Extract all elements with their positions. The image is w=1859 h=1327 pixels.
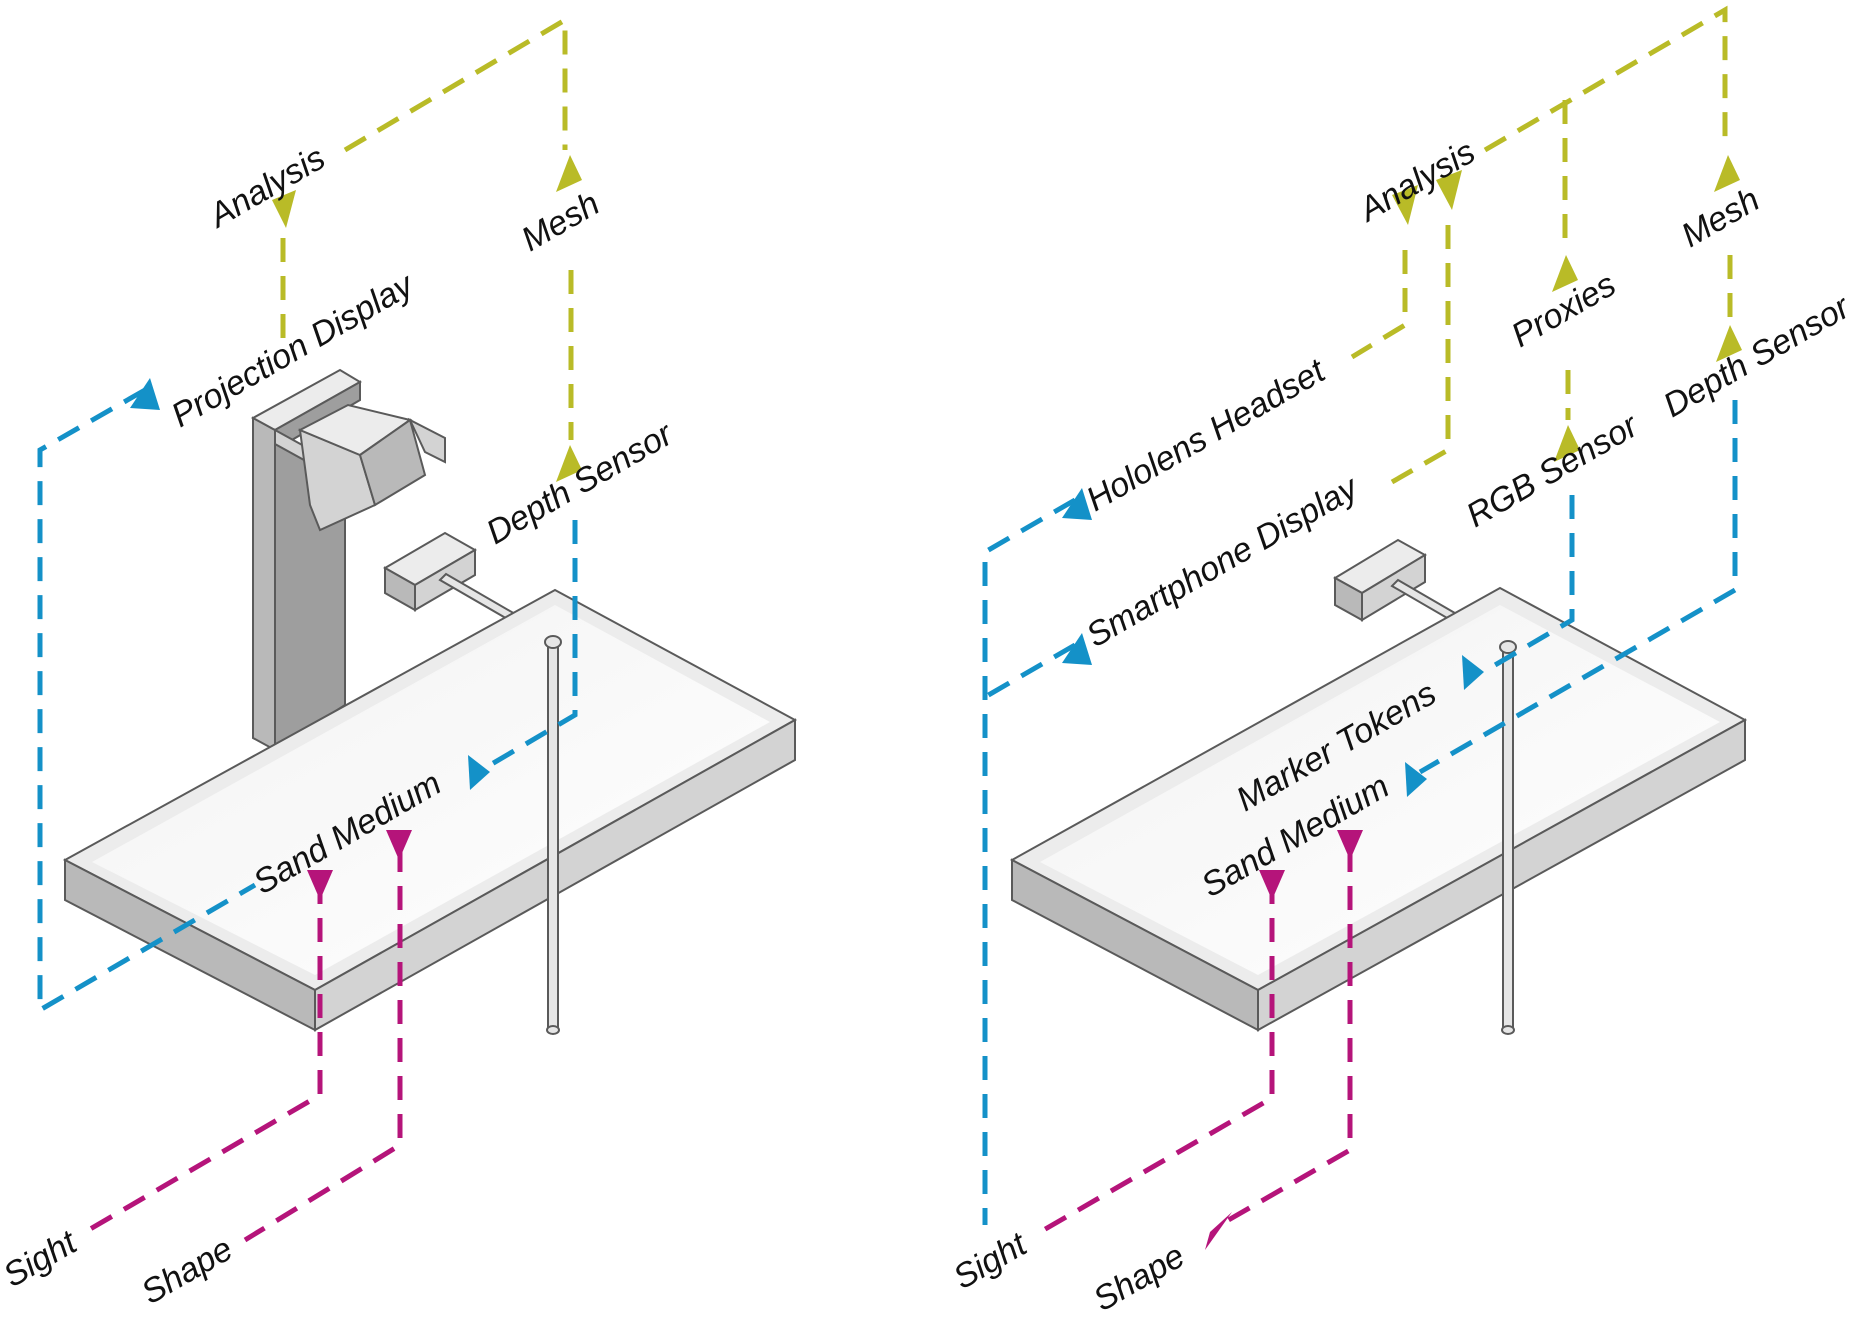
label-analysis: Analysis [201,139,331,236]
arrow-sight-up [307,870,333,900]
label-mesh: Mesh [515,184,606,258]
flow-smartphone-loop [983,642,1077,700]
flow-shape [243,848,403,1243]
label-analysis: Analysis [1351,133,1481,230]
pole-joint [544,635,562,649]
arrow-depth-sensor-in [1716,325,1742,362]
pole-foot [546,1025,560,1035]
label-shape: Shape [135,1230,239,1312]
left-panel: Analysis Mesh Projection Display Depth S… [0,15,798,1312]
arrow-depth-sensor-in [556,445,582,482]
projector-body-side [358,418,427,507]
flow-analysis-to-hololens [1350,250,1408,360]
arrow-marker-tokens-in [1462,655,1484,690]
label-depth-sensor: Depth Sensor [480,414,681,552]
sand-surface [92,605,770,975]
tray-front-right-face [1257,718,1746,1032]
flow-sight [1033,880,1275,1238]
arrow-shape-up [1337,830,1363,860]
arrow-sand-in [1405,762,1427,797]
arrow-hololens-in [1062,488,1092,520]
label-sight: Sight [947,1224,1034,1296]
flow-rgb-sensor-to-tokens [1493,495,1575,668]
left-flows [37,15,582,1243]
projector-device [297,403,446,532]
flow-depth-sensor-to-sand [1418,400,1738,775]
projector-bracket [407,417,446,464]
right-panel: Analysis Mesh Proxies Hololens Headset S… [947,5,1858,1319]
arrow-mesh-in [556,155,582,192]
sensor-pole [547,639,559,1031]
flow-projection-loop [37,387,257,1015]
arrow-sand-in [468,755,490,790]
flow-shape [1223,848,1353,1225]
arrow-rgb-sensor-in [1554,425,1580,462]
flow-analysis-to-smartphone [1390,225,1451,485]
arrow-projection-in [130,378,160,410]
sensor-pole [1502,644,1514,1031]
arrow-shape-up [386,830,412,860]
left-sandbox [62,588,798,1035]
label-rgb-sensor: RGB Sensor [1460,406,1646,535]
label-hololens-headset: Hololens Headset [1080,351,1333,519]
pole-joint [1499,640,1517,654]
flow-proxies [1562,100,1571,420]
arrow-analysis-smartphone [1436,170,1462,210]
arrow-mesh-in [1714,155,1740,192]
flow-mesh-to-analysis [343,15,574,440]
pole-foot [1501,1025,1515,1035]
label-depth-sensor: Depth Sensor [1657,287,1858,425]
stand-column-left-face [252,416,276,752]
flow-sight [78,880,323,1238]
arrow-analysis-hololens [1392,185,1418,225]
label-shape: Shape [1087,1237,1191,1319]
right-flows [982,5,1742,1250]
flow-depth-sensor-to-sand [483,520,578,771]
label-mesh: Mesh [1675,180,1766,254]
flow-hololens-loop [982,497,1077,1225]
arrow-proxies-in [1552,255,1578,292]
arrow-shape-out [1205,1212,1232,1250]
arrow-sight-up [1259,870,1285,900]
label-sight: Sight [0,1222,84,1294]
arrow-analysis-down [272,190,296,228]
arrow-smartphone-in [1062,633,1092,665]
right-sandbox [1009,586,1748,1035]
